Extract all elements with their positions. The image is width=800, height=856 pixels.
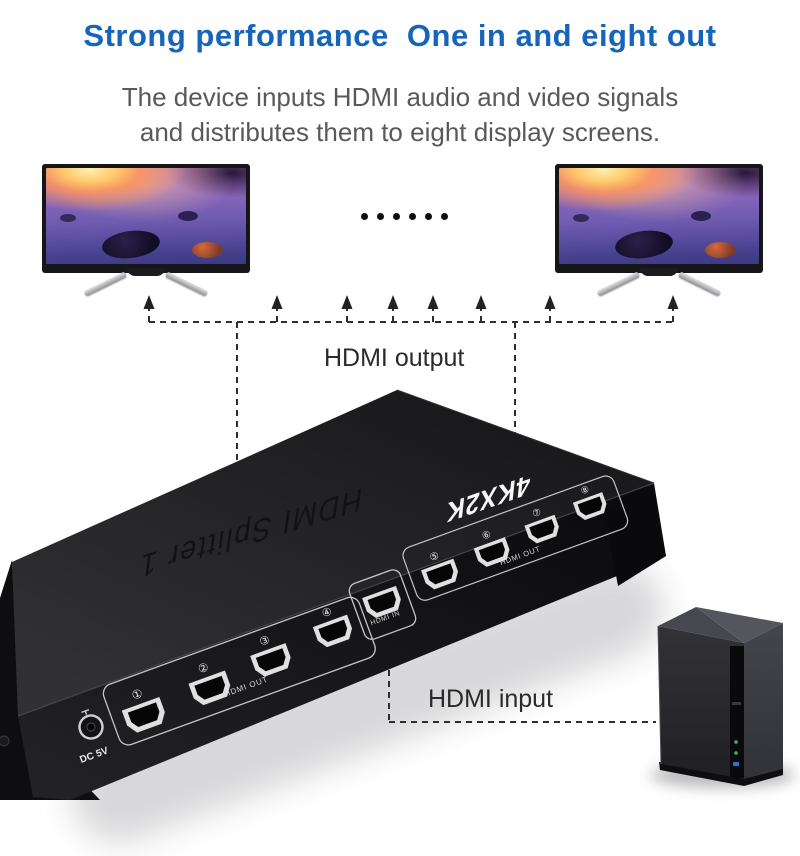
beach-rock-icon [178,211,198,222]
hdmi-out-port-5: ⑤ [421,551,459,590]
device-right-end [604,484,666,586]
port-number: ⑥ [481,529,493,542]
up-arrow-icon [271,295,283,309]
tower-top-bevel-left [658,607,744,643]
tv-left [42,164,250,297]
audio-jack-icon [733,762,739,766]
device-top-face [12,390,654,716]
hdmi-out-port-8: ⑧ [572,484,607,520]
tv-right-bezel [555,164,763,273]
beach-rock-icon [705,241,736,258]
out-ports-5-8-outline [402,475,629,601]
hdmi-output-label: HDMI output [324,344,465,372]
subtitle-line-2: and distributes them to eight display sc… [139,117,661,147]
ellipsis-dots [361,213,448,220]
connection-diagram-scene: HDMI Splitter 1 4KX2K DC 5V ① ② [0,295,783,800]
up-arrow-icon [427,295,439,309]
device-top-right-edge [396,389,655,484]
polarity-icon [81,708,90,716]
page-title: Strong performance One in and eight out [83,18,717,53]
dot-icon [361,213,368,220]
hdmi-out-port-2: ② [188,661,231,706]
dot-icon [441,213,448,220]
hdmi-out-port-1: ① [121,686,165,733]
subtitle-line-1: The device inputs HDMI audio and video s… [121,82,679,112]
beach-rock-icon [60,214,76,223]
hdmi-splitter-device: HDMI Splitter 1 4KX2K DC 5V ① ② [0,389,666,800]
port-number: ⑧ [579,484,590,496]
up-arrow-icon [143,295,155,309]
hdmi-out-port-6: ⑥ [473,529,510,567]
beach-rock-icon [573,214,589,223]
dot-icon [377,213,384,220]
port-number: ③ [258,634,272,649]
port-number: ⑤ [428,551,440,565]
up-arrow-icon [667,295,679,309]
usb-port-icon [734,751,738,755]
dot-icon [409,213,416,220]
hdmi-out-port-3: ③ [250,634,291,677]
up-arrow-icon [387,295,399,309]
out-ports-1-4-outline [102,596,376,746]
dot-icon [393,213,400,220]
hdmi-out-port-7: ⑦ [524,507,559,544]
hdmi-in-port [362,585,401,618]
up-arrow-icon [475,295,487,309]
arrow-stubs [148,307,674,322]
port-number: ⑦ [531,507,543,520]
beach-rock-icon [691,211,711,222]
tv-right-screen [559,168,759,264]
tower-front-face [658,626,744,779]
tv-right [555,164,763,297]
port-number: ④ [320,606,334,621]
tower-drive-bay-strip [730,646,744,778]
usb-port-icon [734,740,738,744]
hdmi-in-outline [348,569,417,640]
pc-tower [657,607,783,786]
tv-stand-mount [640,268,678,276]
tower-top-bevel-right [696,607,783,643]
beach-rock-icon [192,241,223,258]
tv-left-screen [46,168,246,264]
port-number: ① [130,686,145,703]
hdmi-out-port-4: ④ [312,606,353,648]
up-arrowheads [143,295,679,650]
drive-slot [732,702,741,705]
tv-left-bezel [42,164,250,273]
up-arrow-icon [544,295,556,309]
tv-stand-mount [127,268,165,276]
page-subtitle: The device inputs HDMI audio and video s… [0,80,800,150]
product-page: { "header": { "title": "Strong performan… [0,18,800,856]
tower-side-face [744,623,783,779]
tower-left-edge-highlight [657,625,662,765]
dc-power-port [78,708,104,740]
side-port [0,735,10,747]
hdmi-input-label: HDMI input [428,685,554,713]
dot-icon [425,213,432,220]
up-arrow-icon [341,295,353,309]
port-number: ② [196,661,210,677]
